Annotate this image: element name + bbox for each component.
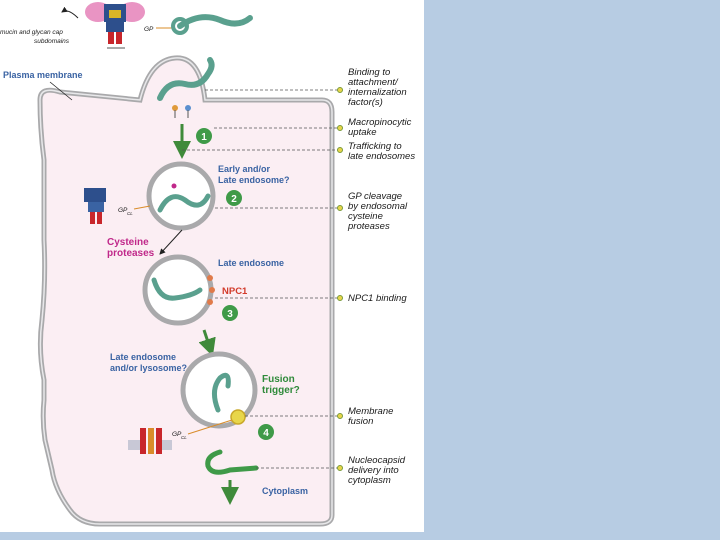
right-label-trafficking-2: late endosomes (348, 151, 415, 162)
late-endosome-label: Late endosome (218, 258, 284, 268)
right-label-binding-2: attachment/ (348, 77, 399, 88)
right-label-cleavage-2: by endosomal (348, 201, 408, 212)
gp-top-label: GP (144, 26, 154, 33)
step-4-number: 4 (263, 428, 269, 439)
cytoplasm-label: Cytoplasm (262, 486, 308, 496)
virion-top (177, 14, 253, 29)
virion-binding (157, 57, 215, 101)
right-label-cleavage-3: cysteine (348, 211, 383, 222)
right-label-delivery-1: Nucleocapsid (348, 455, 406, 466)
lysosome (180, 351, 258, 429)
right-label-uptake-1: Macropinocytic (348, 117, 412, 128)
gp-cl-sub: CL (127, 211, 133, 216)
step-4-badge (258, 424, 274, 440)
subdomains-label-1: mucin and glycan cap (0, 29, 63, 36)
ebola-entry-diagram: mucin and glycan cap subdomains GP Plasm… (0, 0, 424, 532)
lyso-label-1: Late endosome (110, 352, 176, 362)
step-1-badge (196, 128, 212, 144)
subdomains-label-2: subdomains (34, 38, 70, 45)
gp-cl-illustration (84, 188, 106, 224)
right-label-binding-3: internalization (348, 87, 407, 98)
fusion-point (230, 409, 246, 425)
right-label-fusion-1: Membrane (348, 406, 393, 417)
npc1-label: NPC1 (222, 286, 248, 297)
right-label-delivery-3: cytoplasm (348, 475, 391, 486)
right-label-trafficking-1: Trafficking to (348, 141, 402, 152)
cysteine-label-1: Cysteine (107, 237, 149, 248)
right-label-npc1: NPC1 binding (348, 293, 407, 304)
early-endosome-label-1: Early and/or (218, 164, 271, 174)
step-2-badge (226, 190, 242, 206)
right-label-cleavage-4: proteases (347, 221, 390, 232)
gp-bottom-sub: CL (181, 435, 187, 440)
right-label-cleavage-1: GP cleavage (348, 191, 402, 202)
gp-cl-label: GP (118, 207, 128, 214)
lyso-label-2: and/or lysosome? (110, 363, 187, 373)
gp-bottom-illustration (128, 428, 172, 454)
step-3-badge (222, 305, 238, 321)
early-endosome-label-2: Late endosome? (218, 175, 290, 185)
nucleocapsid (205, 449, 259, 475)
right-label-binding-4: factor(s) (348, 97, 383, 108)
gp-bottom-label: GP (172, 431, 182, 438)
step-1-number: 1 (201, 132, 207, 143)
right-label-delivery-2: delivery into (348, 465, 399, 476)
plasma-membrane-label: Plasma membrane (3, 70, 83, 80)
right-label-binding-1: Binding to (348, 67, 390, 78)
cysteine-label-2: proteases (107, 248, 155, 259)
right-label-fusion-2: fusion (348, 416, 373, 427)
right-annotations: Binding to attachment/ internalization f… (182, 67, 415, 486)
gp-trimer-illustration (85, 2, 145, 49)
diagram-svg: mucin and glycan cap subdomains GP Plasm… (0, 2, 415, 527)
step-3-number: 3 (227, 309, 233, 320)
step-2-number: 2 (231, 194, 237, 205)
right-label-uptake-2: uptake (348, 127, 377, 138)
fusion-label-1: Fusion (262, 374, 295, 385)
fusion-label-2: trigger? (262, 385, 300, 396)
